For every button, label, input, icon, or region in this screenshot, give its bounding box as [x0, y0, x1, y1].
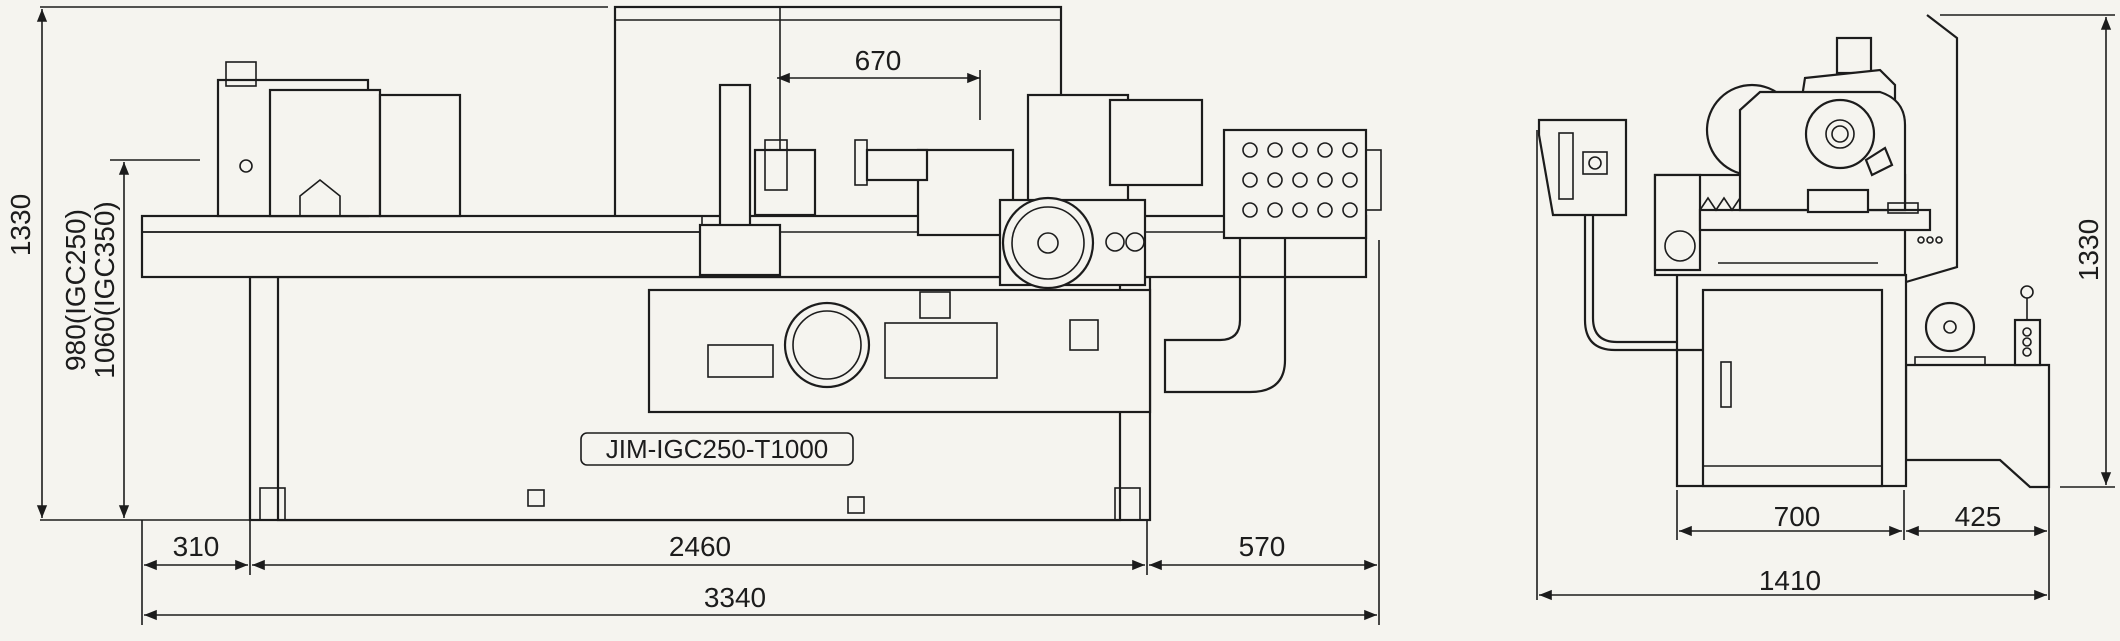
model-label: JIM-IGC250-T1000	[606, 434, 829, 464]
hydraulic-tank	[1904, 363, 2051, 489]
dim-570: 570	[1239, 531, 1286, 562]
dim-1330-side: 1330	[2073, 219, 2104, 281]
front-control-panel	[647, 288, 1152, 414]
dim-3340: 3340	[704, 582, 766, 613]
dim-980: 980(IGC250)	[60, 209, 91, 371]
front-view: JIM-IGC250-T1000	[5, 5, 1382, 625]
control-box	[1222, 128, 1382, 240]
dim-1060: 1060(IGC350)	[89, 201, 120, 378]
dim-425: 425	[1955, 501, 2002, 532]
front-horizontal-dims	[141, 240, 1380, 625]
dim-2460: 2460	[669, 531, 731, 562]
dim-670: 670	[855, 45, 902, 76]
tailstock	[698, 83, 817, 277]
side-view: 700 425 1410 1330	[1536, 14, 2115, 601]
side-wheelhead	[1705, 36, 1943, 244]
wheelhead	[854, 93, 1204, 290]
headstock	[216, 61, 462, 218]
lever-box	[2013, 318, 2042, 367]
pump-motor	[1924, 301, 1976, 353]
splash-guard	[1905, 14, 1959, 284]
dim-1330-front: 1330	[5, 194, 36, 256]
dim-1410: 1410	[1759, 565, 1821, 596]
wheelhead-handwheel	[1001, 196, 1095, 290]
table-handwheel	[783, 301, 871, 389]
coolant-pipe	[1163, 238, 1287, 394]
dim-700: 700	[1774, 501, 1821, 532]
dim-310: 310	[173, 531, 220, 562]
